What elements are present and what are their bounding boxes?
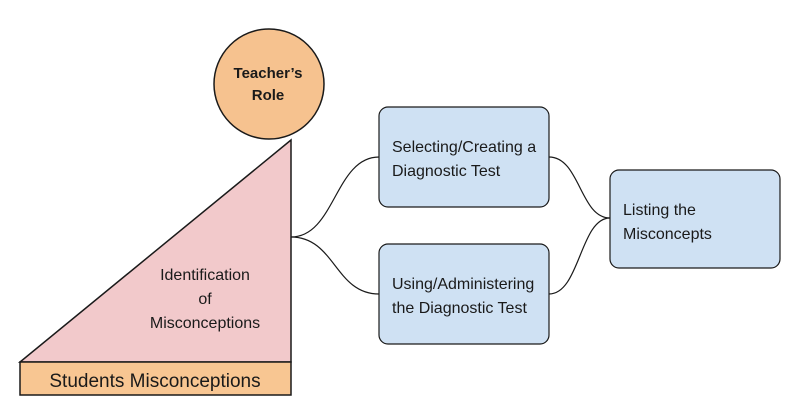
using-administering-test-box bbox=[378, 243, 550, 345]
selecting-creating-test-box bbox=[378, 106, 550, 208]
teachers-role-line1: Teacher’s bbox=[233, 65, 303, 82]
connector-box2-to-box3 bbox=[548, 217, 611, 295]
teachers-role-line2: Role bbox=[251, 87, 285, 104]
box3-line1: Listing the bbox=[623, 202, 696, 219]
connector-to-box1 bbox=[290, 156, 380, 238]
box2-line2: the Diagnostic Test bbox=[392, 300, 527, 317]
teachers-role-circle bbox=[213, 28, 325, 140]
box1-line1: Selecting/Creating a bbox=[392, 139, 537, 156]
connector-to-box2 bbox=[290, 236, 380, 295]
using-administering-test-label: Using/Administering the Diagnostic Test bbox=[392, 273, 534, 321]
identification-line1: Identification bbox=[160, 267, 250, 284]
box1-line2: Diagnostic Test bbox=[392, 163, 501, 180]
identification-line2: of bbox=[198, 291, 212, 308]
students-misconceptions-bar bbox=[19, 361, 292, 396]
connector-box1-to-box3 bbox=[548, 156, 611, 219]
selecting-creating-test-label: Selecting/Creating a Diagnostic Test bbox=[392, 136, 536, 184]
identification-label: Identification of Misconceptions bbox=[130, 264, 280, 336]
listing-misconcepts-box bbox=[609, 169, 781, 269]
listing-misconcepts-label: Listing the Misconcepts bbox=[623, 199, 712, 247]
box2-line1: Using/Administering bbox=[392, 276, 535, 293]
students-misconceptions-label: Students Misconceptions bbox=[49, 371, 261, 392]
box3-line2: Misconcepts bbox=[623, 226, 712, 243]
teachers-role-label: Teacher’s Role bbox=[218, 63, 318, 107]
identification-line3: Misconceptions bbox=[149, 315, 261, 332]
